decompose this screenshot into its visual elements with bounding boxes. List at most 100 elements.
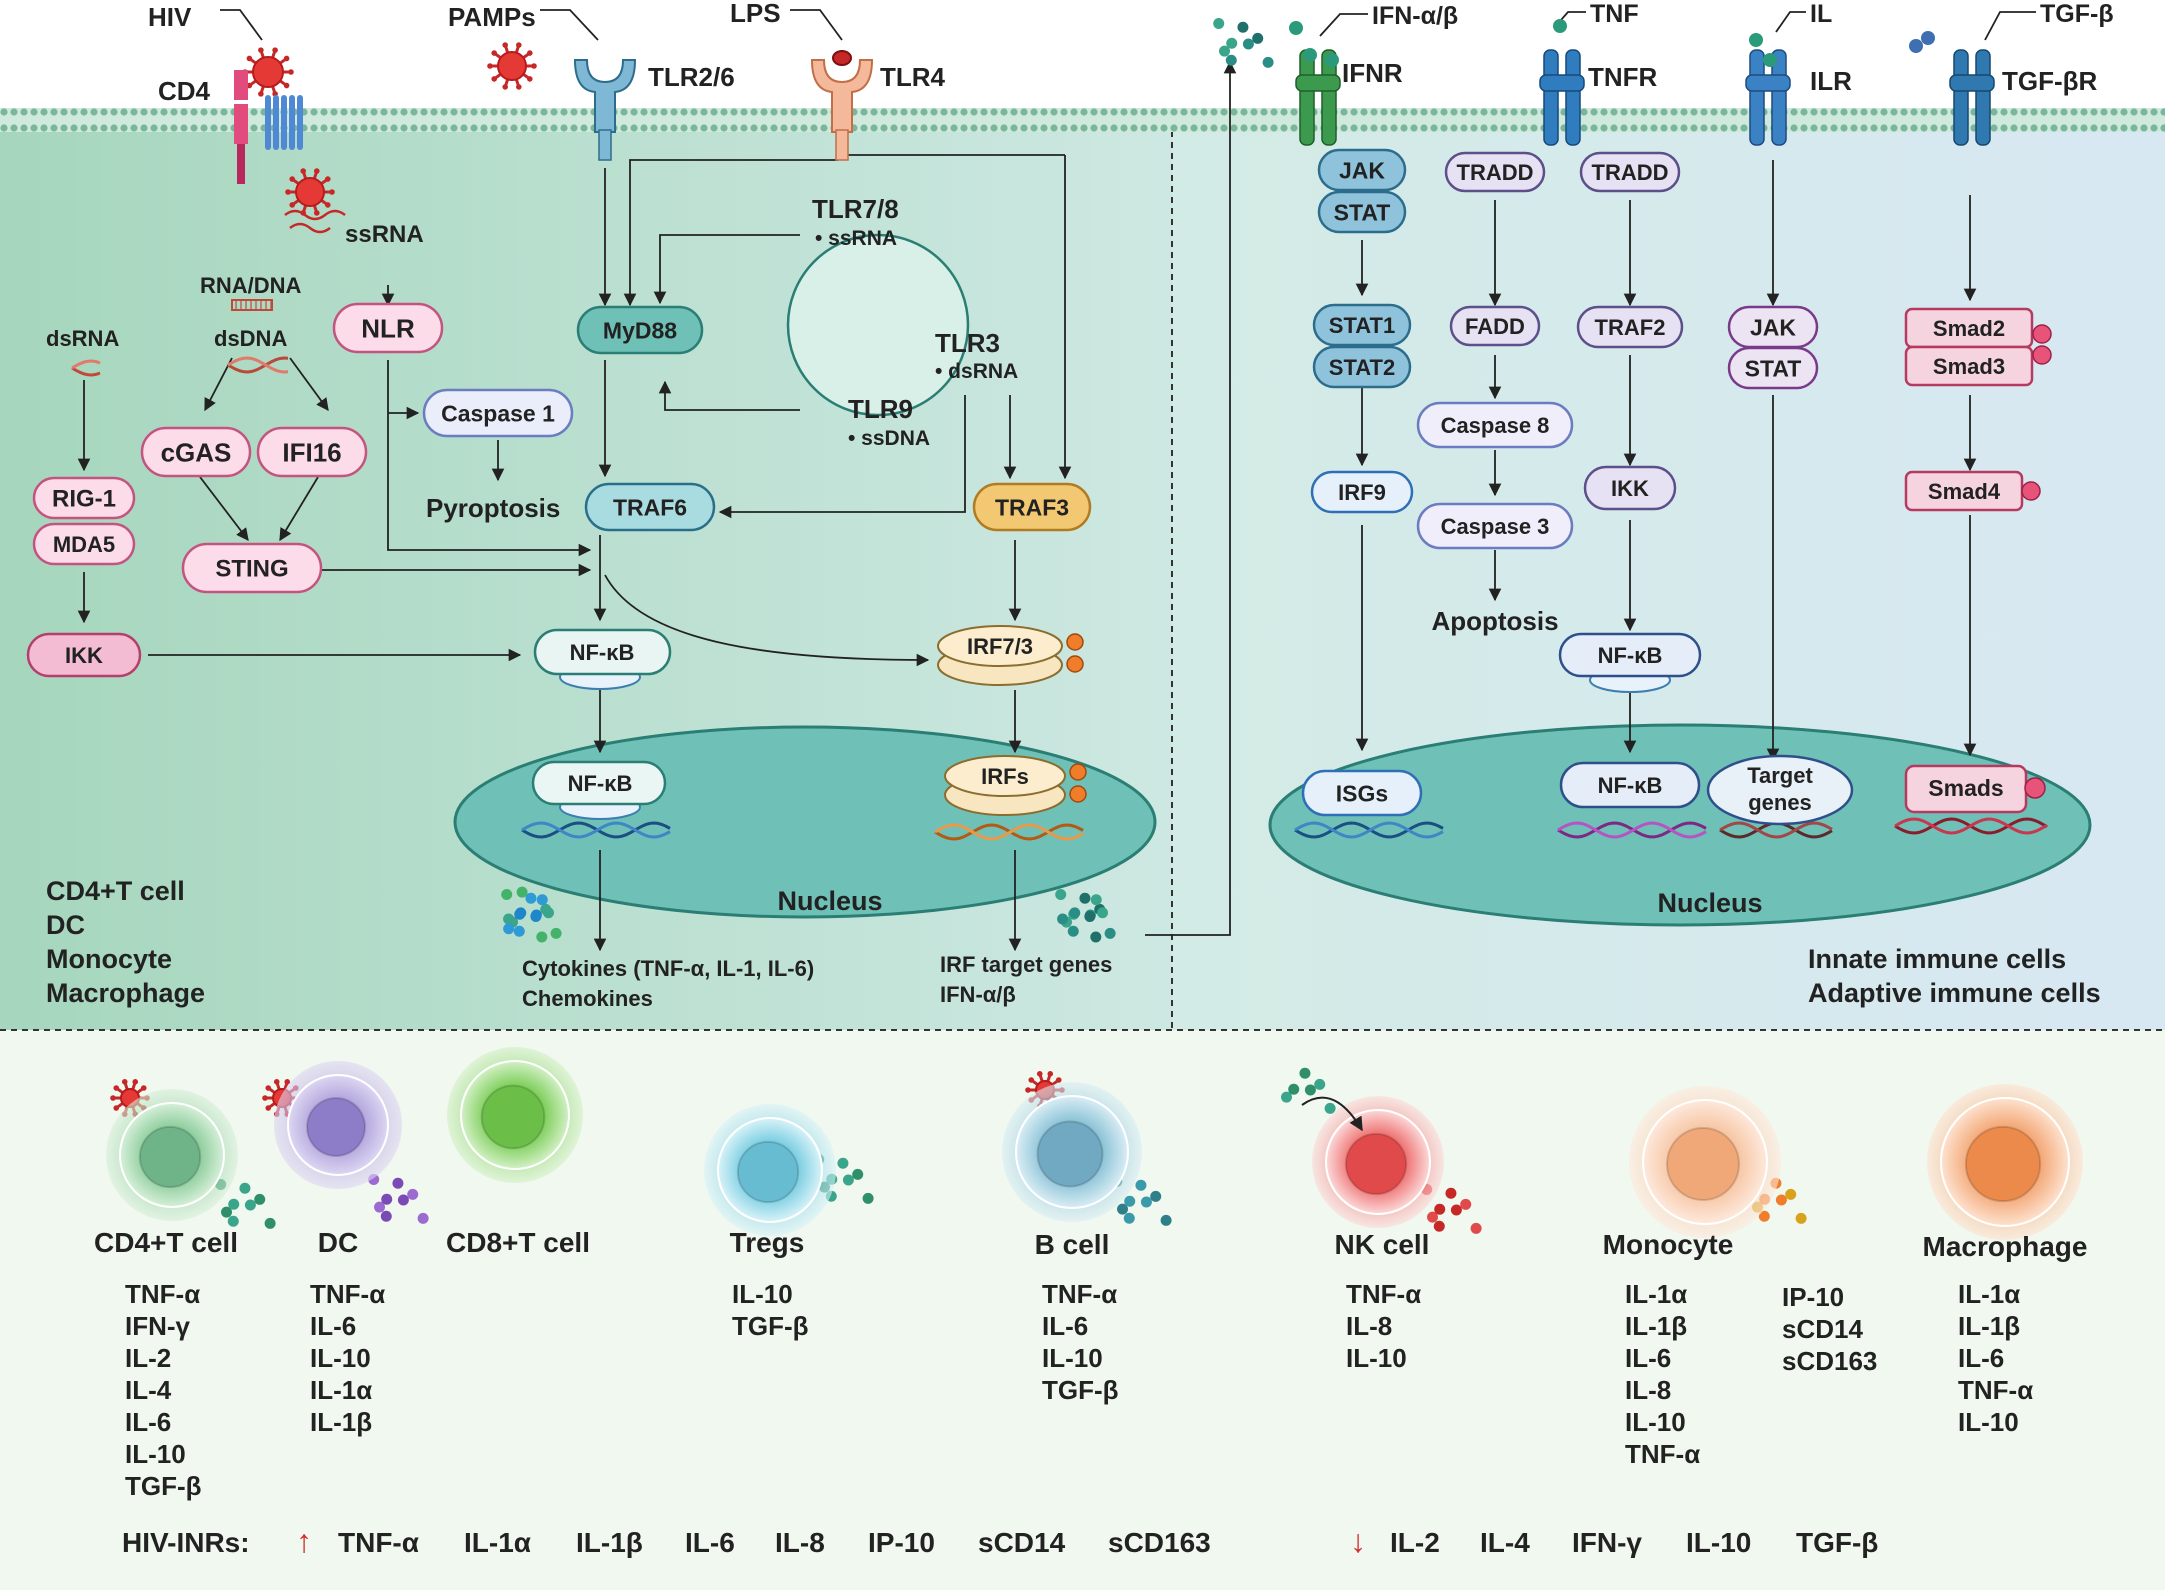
node-ikk-label: IKK [65, 643, 103, 668]
inr-up-item: IL-8 [775, 1527, 825, 1558]
inr-up-item: IL-6 [685, 1527, 735, 1558]
node-mda5: MDA5 [32, 522, 136, 566]
cell-cytokine: TNF-α [1958, 1375, 2033, 1405]
receptor-tnfr [1539, 49, 1585, 146]
down-arrow-icon: ↓ [1350, 1523, 1366, 1559]
receptor-tlr26 [573, 59, 637, 161]
inr-up-item: IP-10 [868, 1527, 935, 1558]
tnfr-label: TNFR [1588, 62, 1658, 92]
cell-icon-macrophage [1927, 1084, 2083, 1240]
cell-name: Macrophage [1923, 1231, 2088, 1262]
irf-line2: IFN-α/β [940, 982, 1016, 1007]
cell-cytokine: IL-10 [732, 1279, 793, 1309]
cell-cytokine: IL-10 [125, 1439, 186, 1469]
node-nfkb-right-cyto-label: NF-κB [1598, 643, 1663, 668]
target-label-2: genes [1748, 790, 1812, 815]
node-fadd-label: FADD [1465, 314, 1525, 339]
target-label-1: Target [1747, 763, 1813, 788]
cell-cytokine: IL-1β [1625, 1311, 1687, 1341]
inr-down-item: IL-2 [1390, 1527, 1440, 1558]
bottom-cells: CD4+T cellTNF-αIFN-γIL-2IL-4IL-6IL-10TGF… [94, 1047, 2087, 1559]
node-stat2-label: STAT2 [1329, 355, 1395, 380]
node-mda5-label: MDA5 [53, 532, 115, 557]
inr-down-item: TGF-β [1796, 1527, 1878, 1558]
dsrna-label: dsRNA [46, 326, 119, 351]
cell-icon-cd8 [447, 1047, 583, 1183]
tlr26-label: TLR2/6 [648, 62, 735, 92]
irf-line1: IRF target genes [940, 952, 1112, 977]
node-tradd-1-label: TRADD [1457, 160, 1534, 185]
node-nlr: NLR [332, 302, 444, 354]
node-rig1-label: RIG-1 [52, 486, 116, 513]
apoptosis-label: Apoptosis [1431, 606, 1558, 636]
node-smads-nuc: Smads [1904, 764, 2046, 814]
inr-down-item: IL-10 [1686, 1527, 1751, 1558]
cell-cytokine: IL-4 [125, 1375, 172, 1405]
node-tradd-2-label: TRADD [1592, 160, 1669, 185]
node-traf6-label: TRAF6 [613, 494, 687, 520]
cell-cytokine-2: sCD14 [1782, 1314, 1863, 1344]
node-irfs: IRFs [944, 755, 1087, 816]
cell-icon-monocyte [1629, 1086, 1781, 1238]
cell-icon-tregs [704, 1104, 836, 1236]
tlr9-ligand: • ssDNA [848, 427, 930, 450]
cell-cytokine: TNF-α [1042, 1279, 1117, 1309]
node-sting-label: STING [215, 556, 288, 583]
smad3-label: Smad3 [1933, 354, 2005, 379]
node-traf2: TRAF2 [1576, 305, 1684, 349]
cell-cytokine: IL-6 [125, 1407, 171, 1437]
smad4-label: Smad4 [1928, 479, 2001, 504]
cell-name: NK cell [1335, 1229, 1430, 1260]
node-irf73: IRF7/3 [937, 625, 1084, 686]
cell-cytokine: IL-6 [1042, 1311, 1088, 1341]
node-nfkb-nuc-label: NF-κB [568, 771, 633, 796]
node-jak-2: JAK [1727, 305, 1819, 349]
cell-name: Monocyte [1603, 1229, 1734, 1260]
pamps-virus-icon [487, 42, 537, 90]
node-stat-2-label: STAT [1745, 355, 1802, 381]
node-traf3-label: TRAF3 [995, 494, 1069, 520]
inr-up-item: sCD163 [1108, 1527, 1211, 1558]
dna-isgs [1294, 821, 1444, 839]
receptor-tlr4 [810, 59, 874, 161]
node-rig1: RIG-1 [32, 476, 136, 520]
decorative-glyphs [71, 17, 2048, 1234]
cytokine-dots-left [501, 886, 562, 943]
tlr9-label: TLR9 [848, 394, 913, 424]
node-irf73-label: IRF7/3 [967, 634, 1033, 659]
cell-cytokine: TGF-β [732, 1311, 809, 1341]
bottom-dots-nk-in [1281, 1067, 1336, 1114]
node-stat-2: STAT [1727, 346, 1819, 390]
left-cell-type: CD4+T cell [46, 876, 185, 906]
node-caspase8-label: Caspase 8 [1441, 413, 1550, 438]
node-traf2-label: TRAF2 [1595, 315, 1666, 340]
cell-name: CD4+T cell [94, 1227, 238, 1258]
cell-cytokine: TGF-β [1042, 1375, 1119, 1405]
dna-dsdna [227, 356, 289, 374]
node-nlr-label: NLR [361, 313, 415, 343]
cell-cytokine: IL-10 [1346, 1343, 1407, 1373]
right-footer-2: Adaptive immune cells [1808, 978, 2101, 1008]
cell-name: B cell [1035, 1229, 1110, 1260]
cell-cytokine: IL-8 [1625, 1375, 1671, 1405]
pamps-label: PAMPs [448, 2, 536, 32]
dna-smads [1894, 817, 2048, 835]
cell-name: CD8+T cell [446, 1227, 590, 1258]
il-ligand-label: IL [1810, 0, 1832, 28]
node-ikk-right-label: IKK [1611, 476, 1649, 501]
ifn-dots [1213, 17, 1274, 68]
cell-cytokine: TNF-α [1625, 1439, 1700, 1469]
node-isgs: ISGs [1301, 769, 1423, 817]
cell-cytokine: IL-1α [1625, 1279, 1687, 1309]
node-cgas-label: cGAS [161, 437, 232, 467]
inr-down-item: IFN-γ [1572, 1527, 1642, 1558]
node-stat1-label: STAT1 [1329, 313, 1395, 338]
left-cell-type: DC [46, 910, 85, 940]
ifn-ligand-label: IFN-α/β [1372, 2, 1458, 30]
node-caspase8: Caspase 8 [1416, 401, 1574, 449]
inr-up-item: IL-1α [464, 1527, 531, 1558]
